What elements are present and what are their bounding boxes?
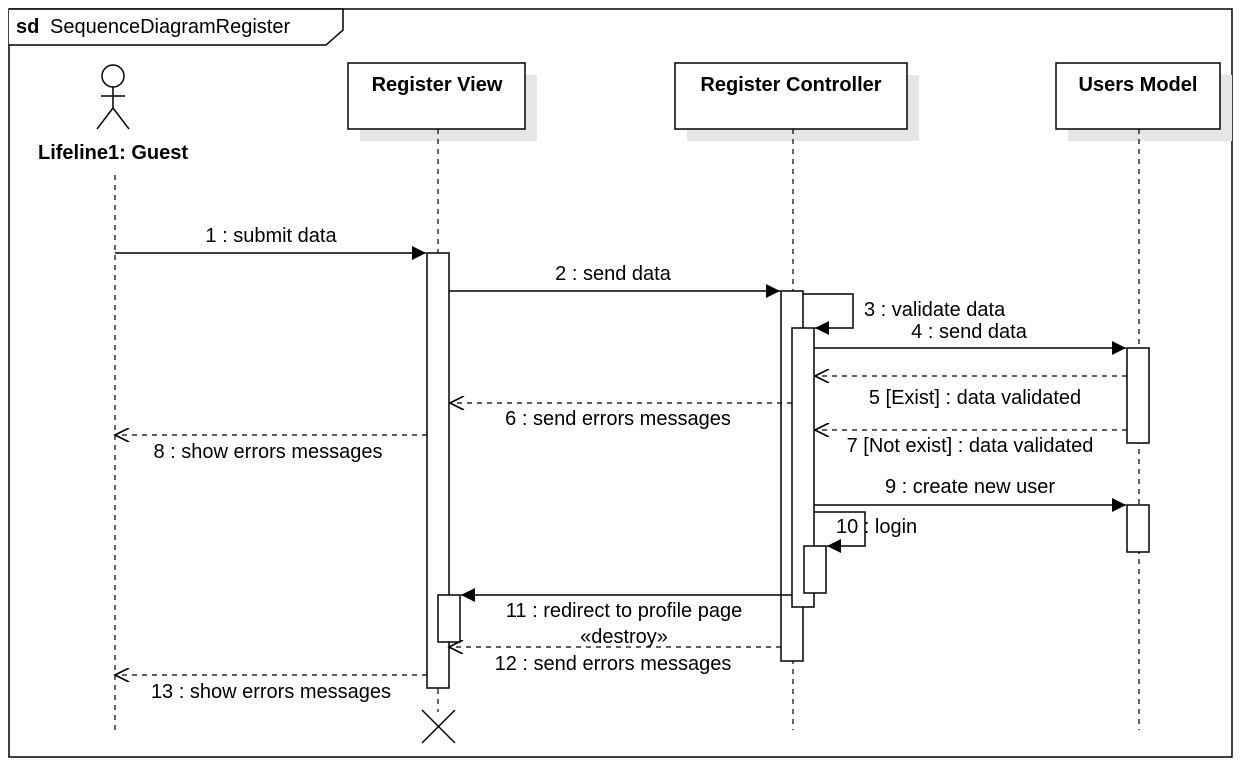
message-4: 4 : send data <box>814 321 1126 355</box>
message-label: 7 [Not exist] : data validated <box>847 435 1094 457</box>
activation-view-main <box>426 252 450 689</box>
lifeline-head-users-model: Users Model <box>1055 62 1232 141</box>
message-label: 3 : validate data <box>864 299 1006 321</box>
destroy-label: «destroy» <box>580 626 668 648</box>
frame-keyword: sd <box>16 16 39 38</box>
message-6-return: 6 : send errors messages <box>450 403 792 430</box>
message-label: 4 : send data <box>911 321 1028 343</box>
message-label: 2 : send data <box>555 263 672 285</box>
message-label: 13 : show errors messages <box>151 681 391 703</box>
lifeline-head-register-controller: Register Controller <box>674 62 919 141</box>
message-10-self: 10 : login <box>814 511 917 553</box>
diagram-frame: sd SequenceDiagramRegister <box>8 8 1233 758</box>
destroy-x-icon <box>421 709 456 744</box>
activation-view-redirect <box>437 594 461 643</box>
message-label: 12 : send errors messages <box>495 653 732 675</box>
message-1: 1 : submit data <box>115 225 426 260</box>
message-label: 9 : create new user <box>885 476 1055 498</box>
actor-guest: Lifeline1: Guest <box>38 64 188 164</box>
message-5-return: 5 [Exist] : data validated <box>815 376 1127 409</box>
stick-figure-icon <box>96 64 130 130</box>
message-label: 1 : submit data <box>205 225 337 247</box>
message-3-self: 3 : validate data <box>803 293 1006 335</box>
message-label: 5 [Exist] : data validated <box>869 387 1081 409</box>
activation-controller-login <box>803 545 827 594</box>
message-label: 11 : redirect to profile page <box>506 600 742 622</box>
actor-label: Lifeline1: Guest <box>38 142 188 164</box>
message-12-return: 12 : send errors messages <box>449 647 781 675</box>
message-13-return: 13 : show errors messages <box>115 675 427 703</box>
message-11: 11 : redirect to profile page «destroy» <box>461 588 792 648</box>
lifeline-head-register-view: Register View <box>347 62 537 141</box>
activation-model-validate <box>1126 347 1150 444</box>
lifeline-label: Users Model <box>1079 74 1198 96</box>
message-8-return: 8 : show errors messages <box>115 435 427 463</box>
activation-controller-validate <box>791 327 815 608</box>
lifeline-label: Register View <box>372 74 503 96</box>
message-label: 10 : login <box>836 516 917 538</box>
activation-bars <box>426 252 1150 689</box>
lifeline-label: Register Controller <box>700 74 881 96</box>
message-2: 2 : send data <box>449 263 780 298</box>
message-label: 6 : send errors messages <box>505 408 731 430</box>
activation-model-create <box>1126 504 1150 553</box>
message-9: 9 : create new user <box>814 476 1126 512</box>
frame-title: SequenceDiagramRegister <box>50 16 290 38</box>
message-7-return: 7 [Not exist] : data validated <box>815 430 1127 457</box>
message-label: 8 : show errors messages <box>154 441 383 463</box>
